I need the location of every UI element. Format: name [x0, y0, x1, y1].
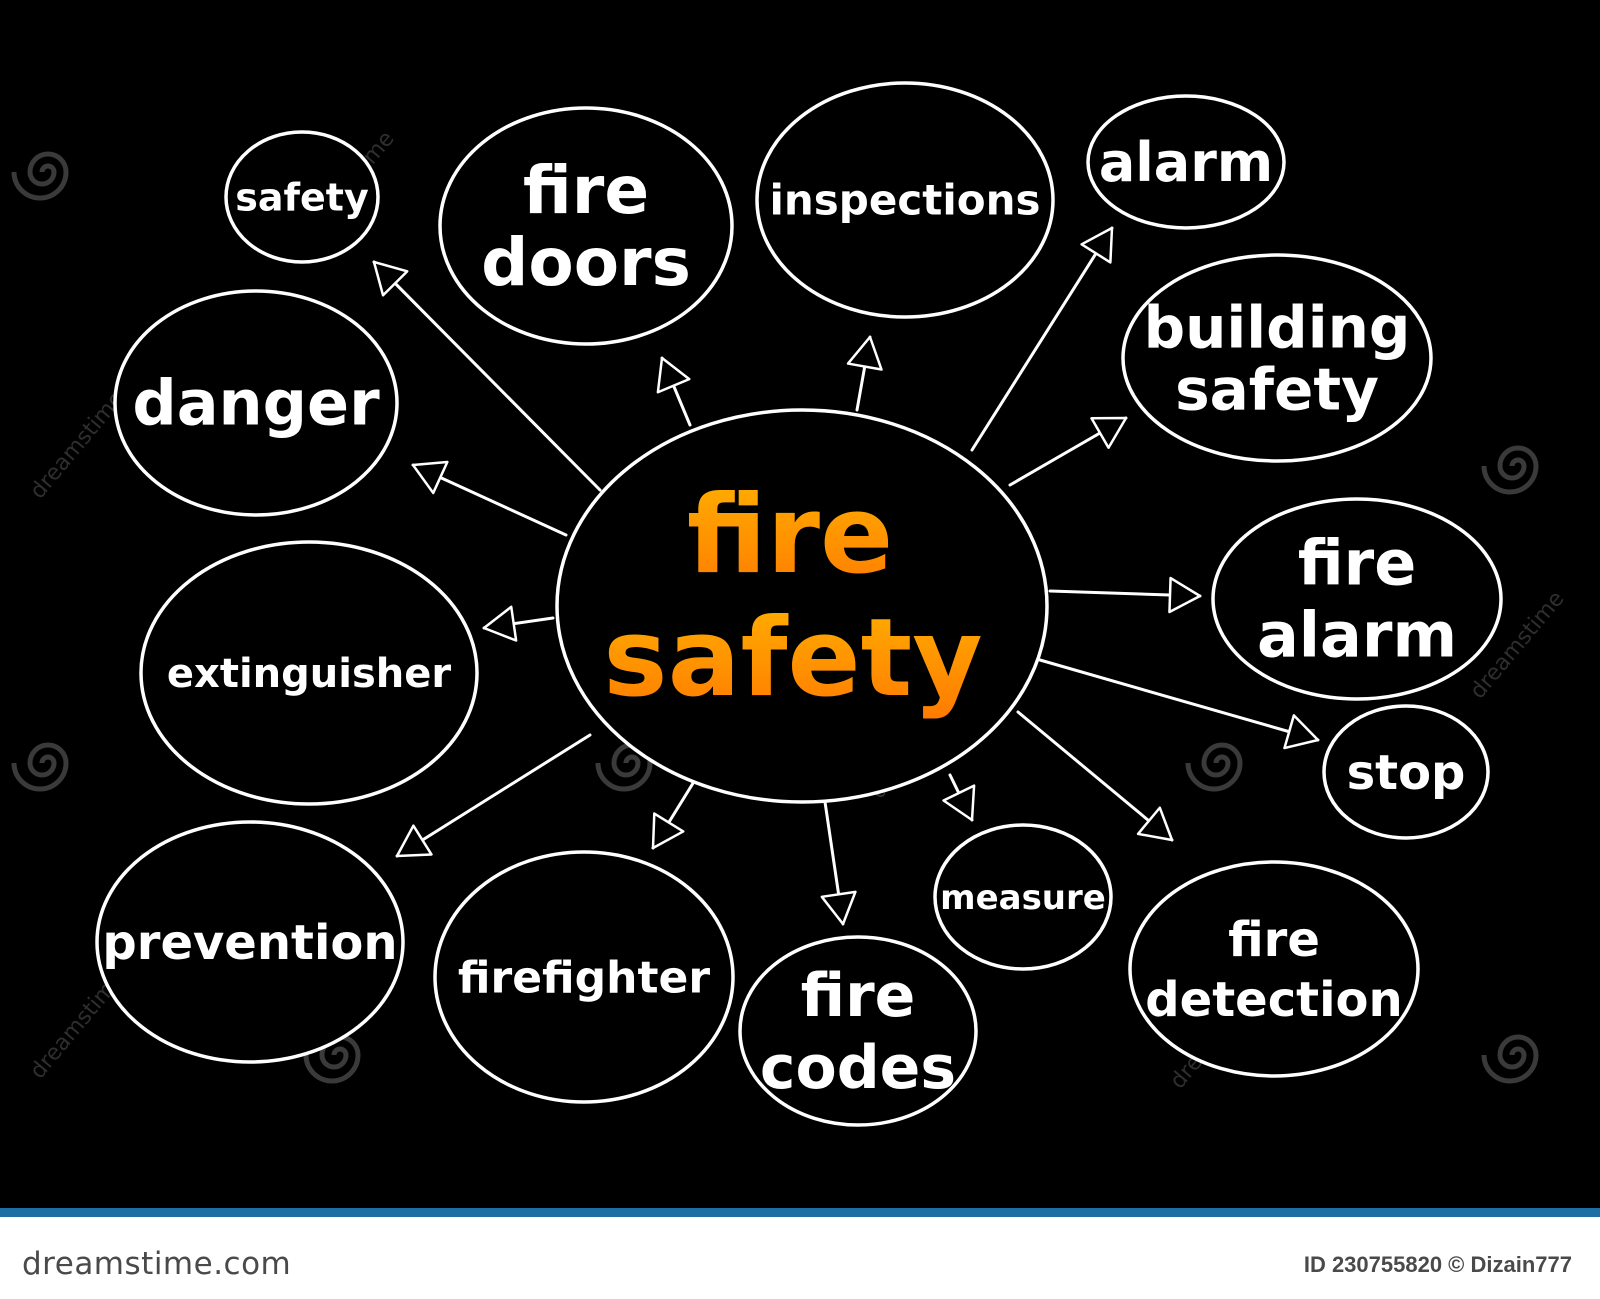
central-topic: fire safety	[555, 408, 1049, 804]
node-label-fire-detection-2: detection	[1145, 972, 1402, 1028]
node-label-fire-detection-1: fire	[1228, 912, 1320, 968]
watermark-swirl-icon	[1481, 1034, 1539, 1084]
footer-credit: ID 230755820 © Dizain777	[1303, 1252, 1572, 1277]
node-label-fire-doors-1: fire	[523, 152, 649, 229]
node-label-safety-1: safety	[235, 175, 369, 219]
arrowhead-safety	[372, 260, 409, 297]
watermark-swirl-icon	[1481, 445, 1539, 495]
node-label-danger-1: danger	[132, 367, 380, 440]
node-alarm: alarm	[1086, 94, 1286, 230]
watermark-swirl-icon	[595, 742, 653, 792]
central-topic-oval	[555, 408, 1049, 804]
node-oval-prevention	[95, 820, 405, 1064]
stock-footer: dreamstime.com ID 230755820 © Dizain777	[0, 1208, 1600, 1299]
node-label-stop-1: stop	[1347, 745, 1466, 801]
node-measure: measure	[933, 823, 1113, 971]
arrowhead-fire-detection	[1136, 806, 1174, 842]
arrowhead-fire-codes	[820, 890, 857, 926]
node-prevention: prevention	[95, 820, 405, 1064]
arrowhead-firefighter	[651, 812, 685, 850]
central-topic-line-2: safety	[603, 596, 982, 721]
node-label-fire-alarm-1: fire	[1298, 527, 1417, 600]
arrowhead-measure	[942, 784, 976, 822]
arrowhead-fire-doors	[656, 356, 691, 394]
connector-prevention	[395, 733, 592, 858]
watermark-swirl-icon	[11, 151, 69, 201]
node-oval-inspections	[755, 81, 1055, 319]
node-oval-fire-doors	[438, 106, 734, 346]
arrowhead-alarm	[1080, 226, 1114, 264]
node-label-fire-doors-2: doors	[481, 224, 691, 301]
node-label-measure-1: measure	[940, 878, 1106, 918]
node-label-alarm-1: alarm	[1099, 131, 1273, 194]
node-oval-fire-detection	[1128, 860, 1420, 1078]
central-topic-line-1: fire	[687, 473, 894, 598]
node-oval-danger	[113, 289, 399, 517]
arrowhead-stop	[1283, 714, 1320, 750]
connector-fire-detection	[1016, 710, 1174, 842]
node-oval-fire-codes	[738, 935, 978, 1127]
connector-safety	[372, 260, 602, 492]
arrowhead-fire-alarm	[1168, 576, 1202, 614]
node-safety: safety	[224, 130, 380, 264]
node-oval-firefighter	[433, 850, 735, 1104]
arrowhead-prevention	[395, 824, 433, 858]
node-oval-alarm	[1086, 94, 1286, 230]
arrowhead-extinguisher	[482, 605, 518, 642]
node-oval-extinguisher	[139, 540, 479, 806]
node-danger: danger	[113, 289, 399, 517]
node-label-firefighter-1: firefighter	[458, 952, 710, 1003]
node-oval-safety	[224, 130, 380, 264]
node-label-fire-codes-1: fire	[801, 961, 916, 1031]
footer-logo: dreamstime.com	[22, 1246, 292, 1282]
arrowhead-building-safety	[1090, 416, 1128, 449]
node-stop: stop	[1322, 704, 1490, 840]
node-extinguisher: extinguisher	[139, 540, 479, 806]
mind-map-diagram: dreamstimedreamstimedreamstimedreamstime…	[11, 81, 1570, 1127]
arrowhead-danger	[411, 460, 449, 495]
watermark-swirl-icon	[11, 742, 69, 792]
node-oval-measure	[933, 823, 1113, 971]
node-oval-stop	[1322, 704, 1490, 840]
node-label-building-safety-1: building	[1144, 293, 1411, 361]
footer-accent-bar	[0, 1208, 1600, 1217]
node-label-inspections-1: inspections	[770, 176, 1041, 225]
connector-stop	[1038, 658, 1320, 742]
node-label-prevention-1: prevention	[102, 915, 397, 971]
node-label-fire-alarm-2: alarm	[1257, 599, 1457, 672]
node-label-building-safety-2: safety	[1175, 355, 1379, 423]
watermark-swirl-icon	[1185, 742, 1243, 792]
node-firefighter: firefighter	[433, 850, 735, 1104]
node-oval-building-safety	[1121, 253, 1433, 463]
arrowhead-inspections	[846, 335, 883, 371]
node-oval-fire-alarm	[1211, 497, 1503, 701]
node-label-extinguisher-1: extinguisher	[167, 651, 451, 697]
connector-alarm	[970, 226, 1114, 452]
node-label-fire-codes-2: codes	[760, 1033, 956, 1103]
connector-layer	[372, 226, 1320, 926]
node-inspections: inspections	[755, 81, 1055, 319]
